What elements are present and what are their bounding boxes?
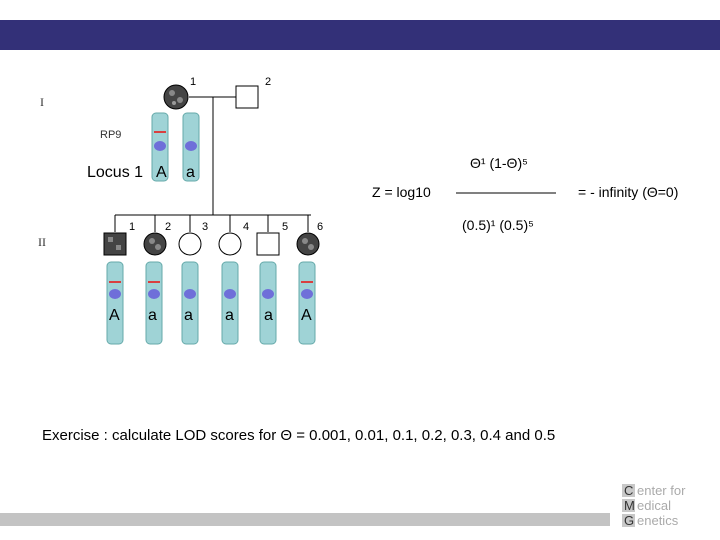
- chromosome-child-2: [145, 261, 163, 345]
- individual-number: 4: [243, 221, 250, 233]
- logo-text: enetics: [637, 513, 679, 528]
- marker-band: [154, 131, 166, 133]
- affected-female-I1: [163, 84, 189, 110]
- logo-text: enter for: [637, 483, 686, 498]
- individual-number: 2: [165, 221, 172, 233]
- locus-dot: [154, 141, 166, 151]
- logo-initial: G: [624, 513, 635, 528]
- parent-allele: A: [156, 164, 167, 181]
- footer-bar: [0, 513, 610, 526]
- marker-label: RP9: [100, 129, 122, 141]
- chromosome-child-3: [181, 261, 199, 345]
- chromosome-child-6: [298, 261, 316, 345]
- parent-allele: a: [186, 164, 195, 181]
- child-allele: a: [225, 307, 234, 324]
- unaffected-female-II4: [218, 232, 242, 256]
- exercise-text: Exercise : calculate LOD scores for Θ = …: [42, 427, 556, 444]
- individual-number: 3: [202, 221, 209, 233]
- affected-male-II1: [103, 232, 127, 256]
- affected-female-II6: [296, 232, 320, 256]
- locus-dot: [185, 141, 197, 151]
- chromosome-child-1: [106, 261, 124, 345]
- locus-label: Locus 1: [87, 164, 144, 181]
- generation-label-II: II: [38, 235, 46, 249]
- individual-number: 1: [129, 221, 136, 233]
- chromosome-child-5: [259, 261, 277, 345]
- child-allele: A: [109, 307, 120, 324]
- logo-text: edical: [637, 498, 671, 513]
- child-allele: a: [148, 307, 157, 324]
- individual-number: 5: [282, 221, 289, 233]
- formula-result: = - infinity (Θ=0): [578, 184, 679, 200]
- formula-lhs: Z = log10: [372, 184, 431, 200]
- unaffected-male-II5: [256, 232, 280, 256]
- generation-label-I: I: [40, 95, 44, 109]
- child-allele: a: [184, 307, 193, 324]
- individual-number: 1: [190, 76, 197, 88]
- chromosome-child-4: [221, 261, 239, 345]
- unaffected-male-I2: [235, 85, 259, 109]
- individual-number: 2: [265, 76, 272, 88]
- child-allele: a: [264, 307, 273, 324]
- header-bar: [0, 20, 720, 50]
- child-allele: A: [301, 307, 312, 324]
- formula-denominator: (0.5)¹ (0.5)⁵: [462, 217, 534, 233]
- formula-numerator: Θ¹ (1-Θ)⁵: [470, 155, 528, 171]
- unaffected-female-II3: [178, 232, 202, 256]
- individual-number: 6: [317, 221, 324, 233]
- logo-initial: M: [624, 498, 635, 513]
- affected-female-II2: [143, 232, 167, 256]
- logo-initial: C: [624, 483, 634, 498]
